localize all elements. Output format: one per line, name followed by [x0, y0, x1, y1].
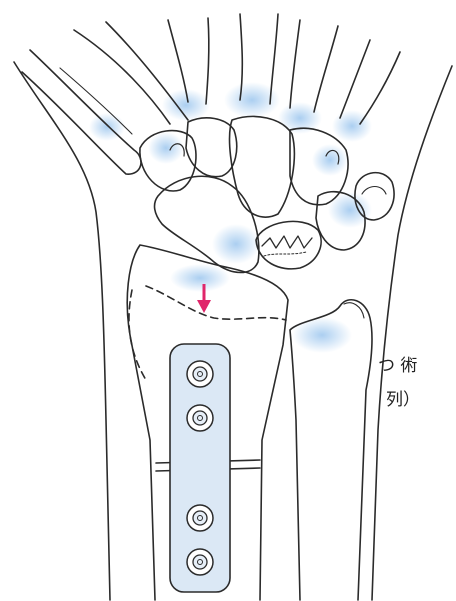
radius-dashed-line [146, 286, 286, 320]
carpal-capitate [230, 116, 295, 217]
highlight-carpal-3 [212, 224, 260, 264]
highlight-ulna-head [292, 317, 352, 353]
highlight-carpal-1 [148, 132, 184, 164]
caption-line-2: 列） [386, 390, 420, 410]
screw-icon [187, 549, 213, 575]
screw-icon [187, 405, 213, 431]
caption-line-1: つ 術 [378, 356, 417, 376]
forearm-outline-right [372, 66, 452, 600]
fixation-plate [170, 344, 230, 592]
forearm-outline-left [14, 62, 110, 600]
radius-dashed-left [129, 290, 146, 380]
screw-icon [187, 361, 213, 387]
highlight-radius-surface [170, 264, 230, 292]
metacarpal-5 [290, 20, 338, 112]
lunate-fracture-line [262, 236, 312, 248]
screw-icon [187, 505, 213, 531]
highlight-carpal-2 [312, 144, 348, 176]
